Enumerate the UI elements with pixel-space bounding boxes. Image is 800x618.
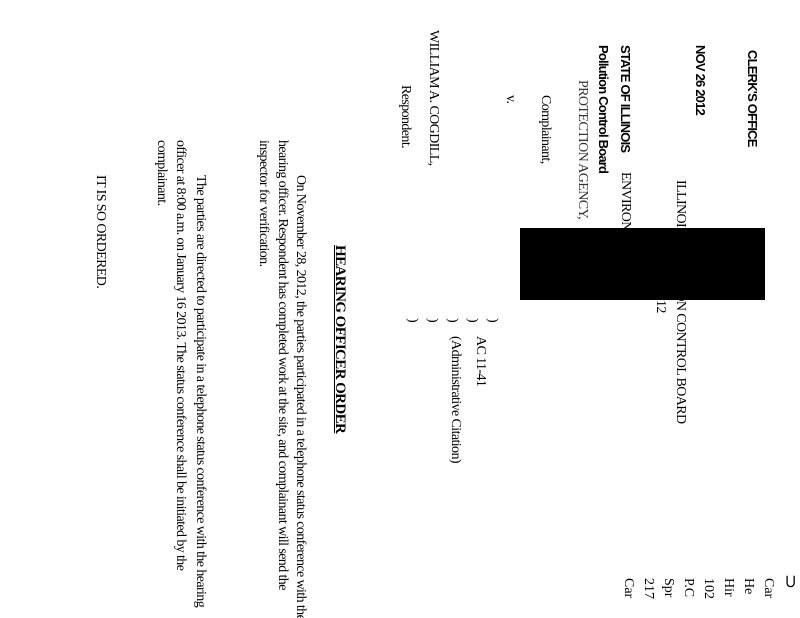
service-list: Car He Hir 102 P.C Spr 217 Car [618,578,778,599]
case-type: (Administrative Citation) [448,336,463,463]
service-list-line: 102 [701,578,716,599]
stamp-board: Pollution Control Board [596,45,611,174]
stamp-state: STATE OF ILLINOIS [618,45,633,153]
paren: ) [405,318,420,323]
paren: ) [425,318,440,323]
service-list-line: 217 [641,578,656,599]
closing-line: IT IS SO ORDERED. [93,175,108,289]
board-title: ILLINOIS POLLUTION CONTROL BOARD [673,180,688,424]
service-list-line: Car [621,578,636,599]
versus: v. [503,95,518,104]
date-fragment: 12 [653,300,668,313]
service-list-line: Spr [661,578,676,598]
service-list-line: Car [761,578,776,599]
paragraph-2-line-2: officer at 8:00 a.m. on January 16 2013.… [173,140,188,571]
paragraph-2-line-3: complainant. [154,140,169,206]
paragraph-1-line-1: On November 28, 2012, the parties partic… [293,175,308,618]
paren: ) [445,318,460,323]
complainant-name-line2: PROTECTION AGENCY, [575,80,590,220]
paragraph-1-line-3: inspector for verification. [256,140,271,267]
complainant-role: Complainant, [538,95,553,164]
respondent-role: Respondent. [398,85,413,149]
service-list-line: P.C [681,578,696,598]
order-title: HEARING OFFICER ORDER [332,245,348,434]
stamp-date: NOV 26 2012 [693,45,708,115]
redaction-block [520,228,765,300]
service-list-line: Hir [721,578,736,597]
paragraph-1-line-2: hearing officer. Respondent has complete… [275,140,290,590]
case-number: AC 11-41 [473,336,488,387]
paragraph-2-line-1: The parties are directed to participate … [193,175,208,608]
respondent-name: WILLIAM A. COGDILL, [426,30,441,166]
clerk-office-stamp: CLERK'S OFFICE [745,50,760,147]
service-list-line: He [741,578,756,595]
hook-mark-icon: ⊃ [781,574,800,589]
paren: ) [465,318,480,323]
paren: ) [485,318,500,323]
